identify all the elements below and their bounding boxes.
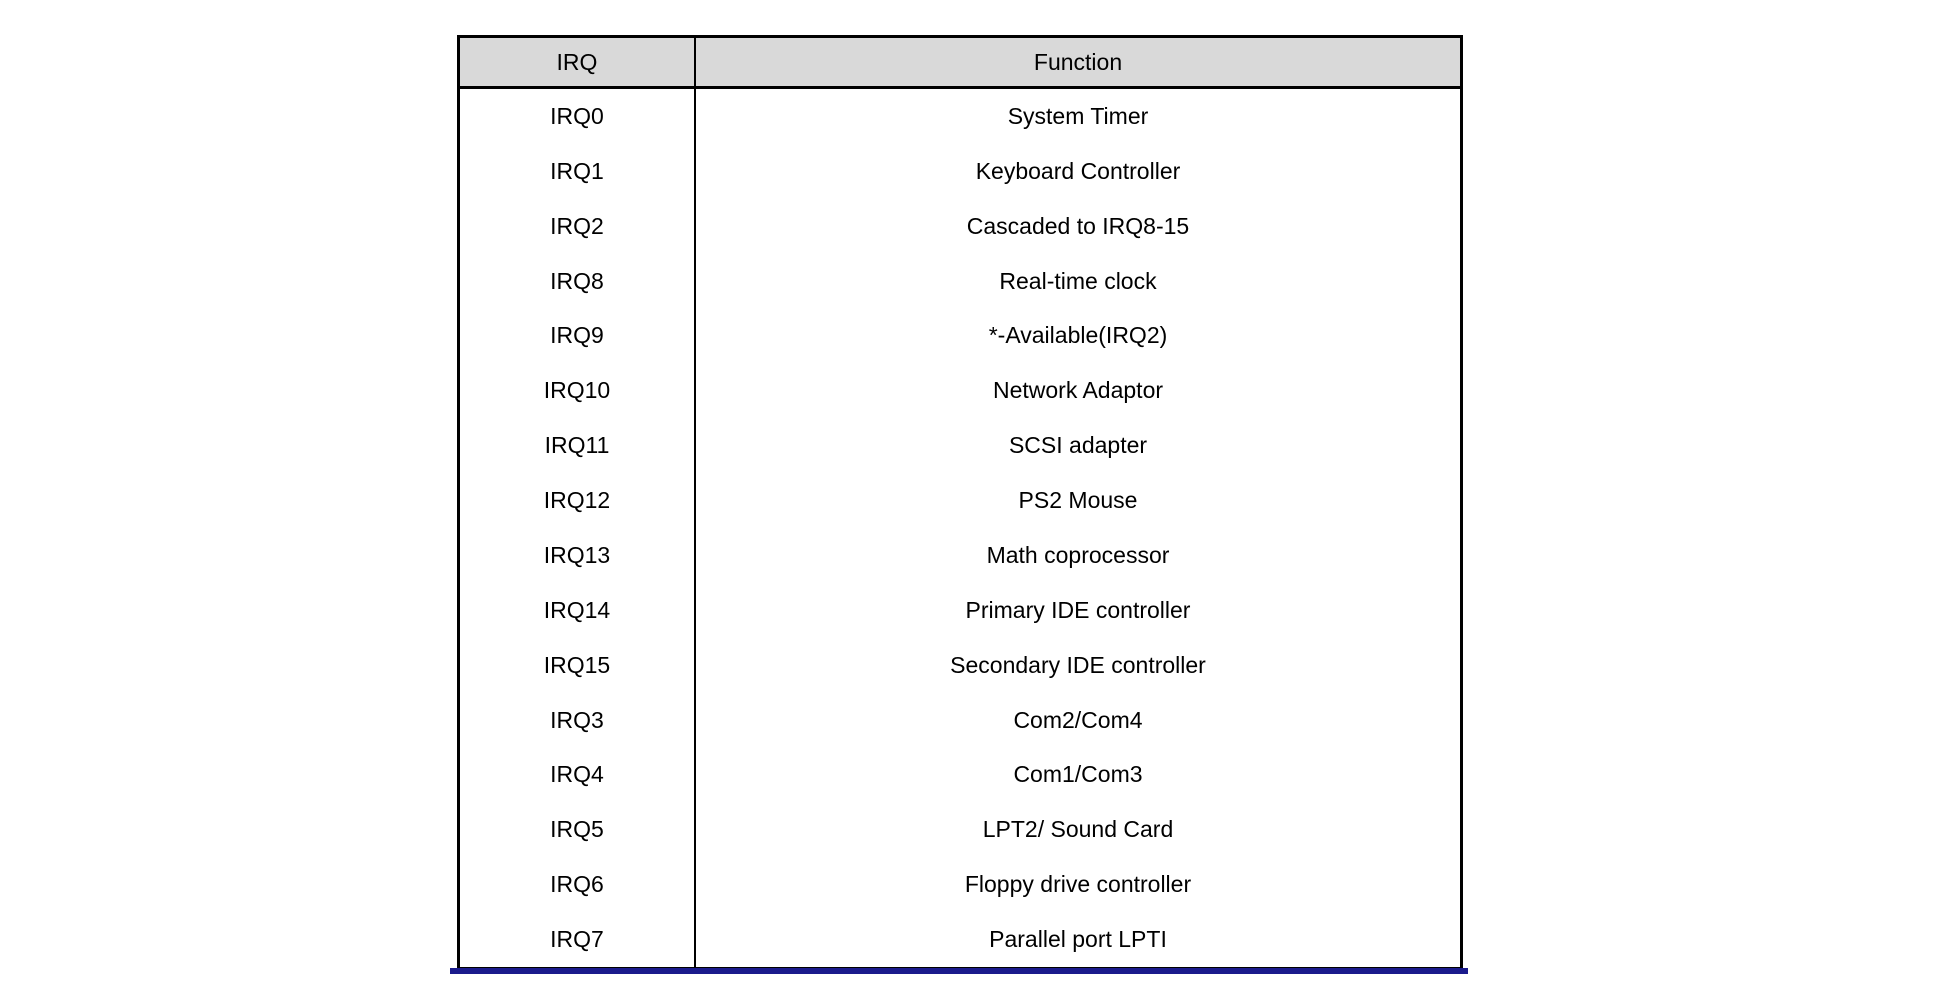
bottom-accent-line [450, 968, 1468, 974]
irq-cell: IRQ13 [460, 528, 696, 583]
function-cell: Primary IDE controller [965, 596, 1191, 623]
header-cell-function: Function [1033, 48, 1123, 75]
table-row: IRQ2 Cascaded to IRQ8-15 [460, 198, 1460, 254]
function-cell: Com2/Com4 [1013, 706, 1143, 733]
irq-cell: IRQ10 [460, 363, 696, 419]
table-row: IRQ7 Parallel port LPTI [460, 912, 1460, 967]
table-row: IRQ13 Math coprocessor [460, 528, 1460, 583]
table-row: IRQ6 Floppy drive controller [460, 857, 1460, 913]
table-row: IRQ8 Real-time clock [460, 253, 1460, 309]
irq-cell: IRQ7 [460, 912, 696, 967]
function-cell: LPT2/ Sound Card [982, 816, 1174, 843]
table-row: IRQ5 LPT2/ Sound Card [460, 802, 1460, 858]
irq-cell: IRQ14 [460, 582, 696, 638]
function-cell: Parallel port LPTI [989, 926, 1167, 953]
irq-cell: IRQ0 [460, 89, 696, 144]
table-row: IRQ9 *-Available(IRQ2) [460, 308, 1460, 364]
function-cell: Secondary IDE controller [950, 651, 1206, 678]
table-row: IRQ10 Network Adaptor [460, 363, 1460, 419]
irq-function-table: IRQ Function IRQ0 System Timer IRQ1 Keyb… [457, 35, 1463, 970]
irq-cell: IRQ8 [460, 253, 696, 309]
table-row: IRQ11 SCSI adapter [460, 418, 1460, 474]
irq-cell: IRQ3 [460, 692, 696, 748]
function-cell: *-Available(IRQ2) [988, 322, 1168, 349]
irq-cell: IRQ5 [460, 802, 696, 858]
table-row: IRQ0 System Timer [460, 89, 1460, 144]
irq-cell: IRQ6 [460, 857, 696, 913]
function-cell: Math coprocessor [986, 541, 1170, 568]
function-cell: Cascaded to IRQ8-15 [966, 212, 1190, 239]
irq-cell: IRQ1 [460, 143, 696, 199]
function-cell: System Timer [1007, 102, 1149, 129]
irq-cell: IRQ4 [460, 747, 696, 803]
function-cell: Com1/Com3 [1013, 761, 1143, 788]
table-row: IRQ4 Com1/Com3 [460, 747, 1460, 803]
function-cell: PS2 Mouse [1018, 487, 1138, 514]
table-row: IRQ12 PS2 Mouse [460, 473, 1460, 528]
function-cell: SCSI adapter [1008, 432, 1148, 459]
irq-cell: IRQ9 [460, 308, 696, 364]
header-cell-irq: IRQ [460, 38, 696, 86]
table-header-row: IRQ Function [460, 38, 1460, 89]
table-body: IRQ0 System Timer IRQ1 Keyboard Controll… [460, 89, 1460, 967]
irq-cell: IRQ2 [460, 198, 696, 254]
function-cell: Real-time clock [999, 267, 1157, 294]
function-cell: Keyboard Controller [975, 157, 1181, 184]
table-row: IRQ1 Keyboard Controller [460, 143, 1460, 199]
function-cell: Floppy drive controller [964, 871, 1192, 898]
function-cell: Network Adaptor [992, 377, 1164, 404]
table-row: IRQ14 Primary IDE controller [460, 582, 1460, 638]
irq-cell: IRQ11 [460, 418, 696, 474]
table-row: IRQ15 Secondary IDE controller [460, 637, 1460, 693]
table-row: IRQ3 Com2/Com4 [460, 692, 1460, 748]
irq-cell: IRQ12 [460, 473, 696, 528]
irq-cell: IRQ15 [460, 637, 696, 693]
